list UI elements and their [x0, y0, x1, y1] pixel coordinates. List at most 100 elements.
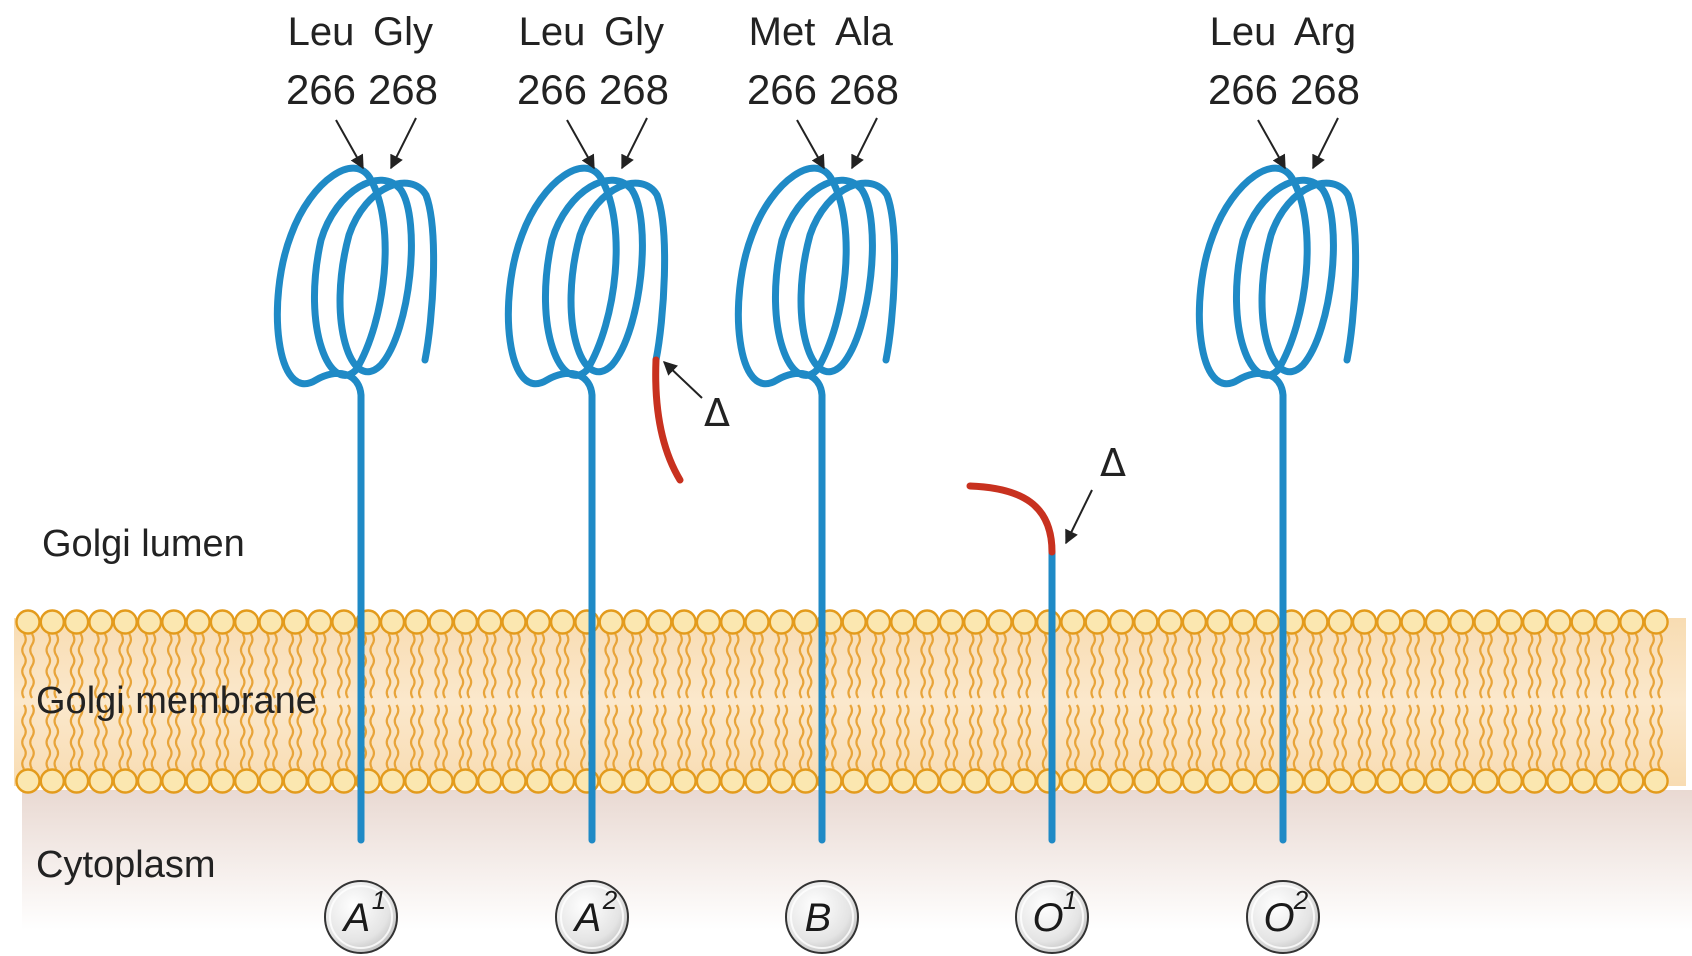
- lipid-head: [746, 611, 769, 634]
- lipid-head: [1620, 611, 1643, 634]
- residue-arrow: [797, 120, 824, 168]
- lipid-head: [527, 770, 550, 793]
- lipid-head: [308, 611, 331, 634]
- lipid-head: [527, 611, 550, 634]
- lipid-head: [503, 770, 526, 793]
- lipid-head: [284, 770, 307, 793]
- lipid-head: [187, 611, 210, 634]
- lipid-head: [1086, 611, 1109, 634]
- lipid-head: [1402, 611, 1425, 634]
- lipid-head: [114, 770, 137, 793]
- lipid-head: [235, 770, 258, 793]
- allele-badge: O1: [1016, 881, 1088, 953]
- allele-name: A: [342, 896, 371, 940]
- lipid-head: [430, 770, 453, 793]
- lipid-head: [1304, 770, 1327, 793]
- deletion-segment: [970, 486, 1052, 552]
- lipid-head: [1353, 611, 1376, 634]
- lipid-head: [891, 770, 914, 793]
- residue-name: Gly: [604, 10, 664, 54]
- residue-arrow: [1313, 118, 1338, 168]
- deletion-label: Δ: [704, 391, 730, 435]
- lipid-head: [138, 611, 161, 634]
- lipid-head: [454, 770, 477, 793]
- lipid-head: [1329, 611, 1352, 634]
- residue-position: 266: [1208, 66, 1278, 113]
- lipid-head: [989, 770, 1012, 793]
- lipid-head: [551, 770, 574, 793]
- lipid-head: [600, 770, 623, 793]
- allele-badge: B: [786, 881, 858, 953]
- lipid-head: [1086, 770, 1109, 793]
- lipid-head: [794, 770, 817, 793]
- lipid-head: [260, 770, 283, 793]
- lipid-head: [770, 770, 793, 793]
- lipid-head: [308, 770, 331, 793]
- lipid-head: [41, 611, 64, 634]
- lipid-head: [17, 611, 40, 634]
- lipid-head: [1256, 611, 1279, 634]
- lipid-head: [114, 611, 137, 634]
- lipid-head: [1645, 611, 1668, 634]
- residue-name: Leu: [288, 10, 355, 54]
- residue-position: 268: [1290, 66, 1360, 113]
- lipid-head: [697, 611, 720, 634]
- lipid-head: [478, 611, 501, 634]
- lipid-head: [162, 611, 185, 634]
- residue-position: 266: [286, 66, 356, 113]
- allele-superscript: 1: [1063, 885, 1077, 915]
- lipid-head: [381, 611, 404, 634]
- lipid-head: [697, 770, 720, 793]
- allele-name: B: [805, 896, 832, 940]
- lipid-head: [770, 611, 793, 634]
- residue-name: Arg: [1294, 10, 1356, 54]
- deletion-segment: [656, 360, 680, 480]
- golgi-membrane-label: Golgi membrane: [36, 680, 317, 722]
- lipid-head: [624, 611, 647, 634]
- lipid-head: [1353, 770, 1376, 793]
- allele-badge: O2: [1247, 881, 1319, 953]
- lipid-head: [1207, 611, 1230, 634]
- lipid-head: [1596, 611, 1619, 634]
- lipid-head: [284, 611, 307, 634]
- lipid-head: [405, 611, 428, 634]
- lipid-head: [332, 770, 355, 793]
- lipid-head: [405, 770, 428, 793]
- residue-arrow: [567, 120, 594, 168]
- lipid-head: [1134, 611, 1157, 634]
- lipid-head: [1183, 611, 1206, 634]
- lipid-head: [235, 611, 258, 634]
- lipid-head: [940, 611, 963, 634]
- allele-name: O: [1032, 896, 1063, 940]
- residue-arrow: [391, 118, 416, 168]
- residue-position: 266: [517, 66, 587, 113]
- allele-superscript: 1: [372, 885, 386, 915]
- lipid-head: [1061, 611, 1084, 634]
- lipid-head: [1645, 770, 1668, 793]
- cytoplasm-label: Cytoplasm: [36, 844, 216, 886]
- lipid-head: [648, 770, 671, 793]
- residue-arrow: [336, 120, 363, 168]
- lipid-head: [162, 770, 185, 793]
- lipid-head: [1013, 611, 1036, 634]
- lipid-head: [916, 611, 939, 634]
- lipid-head: [332, 611, 355, 634]
- lipid-head: [1061, 770, 1084, 793]
- allele-superscript: 2: [1293, 885, 1309, 915]
- lipid-head: [551, 611, 574, 634]
- residue-position: 268: [368, 66, 438, 113]
- lipid-head: [1159, 770, 1182, 793]
- golgi-lumen-label: Golgi lumen: [42, 523, 245, 565]
- lipid-head: [211, 611, 234, 634]
- lipid-head: [1402, 770, 1425, 793]
- residue-name: Leu: [519, 10, 586, 54]
- lipid-head: [503, 611, 526, 634]
- lipid-head: [1547, 611, 1570, 634]
- lipid-head: [381, 770, 404, 793]
- allele-name: A: [573, 896, 602, 940]
- lipid-head: [746, 770, 769, 793]
- lipid-head: [1499, 770, 1522, 793]
- lipid-head: [1134, 770, 1157, 793]
